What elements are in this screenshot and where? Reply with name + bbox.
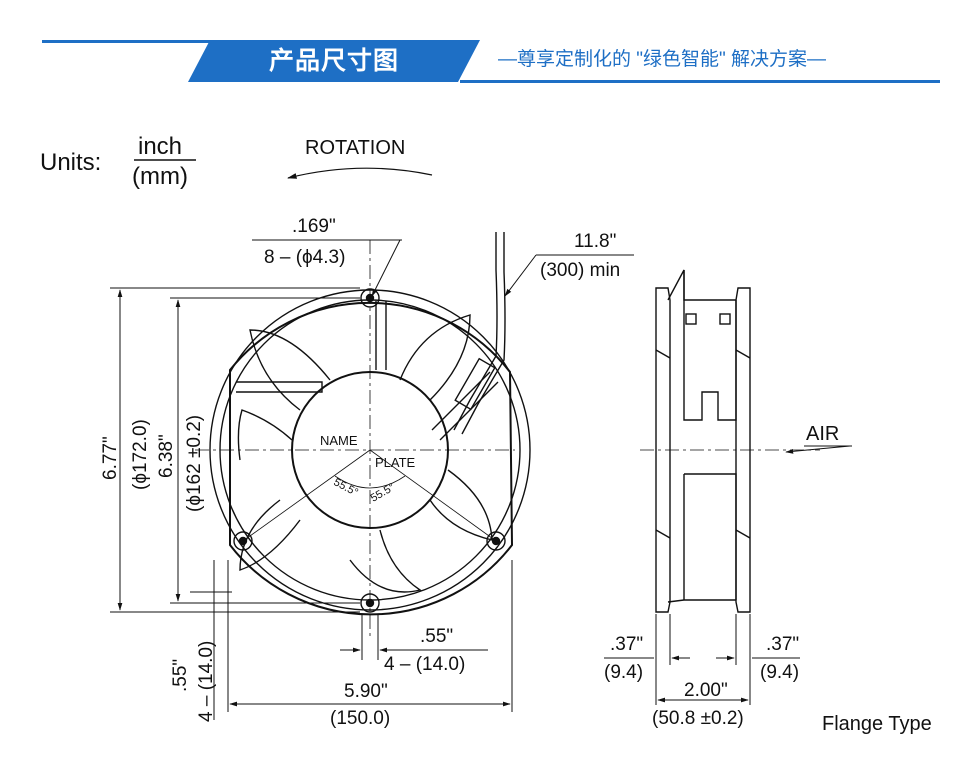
page-header: 产品尺寸图 —尊享定制化的 "绿色智能" 解决方案— (0, 0, 980, 110)
header-title-tab (188, 40, 480, 82)
angle-label-left: 55.5° (332, 476, 360, 499)
lead-dim-mm: (300) min (540, 260, 620, 281)
angle-label-right: 55.5° (369, 481, 397, 504)
fan-frame-outline (229, 301, 514, 616)
lead-wire (453, 232, 506, 435)
lead-leader (504, 254, 537, 297)
side-body-outline (667, 269, 736, 603)
left-tab-mm: 4 – (14.0) (196, 641, 217, 722)
fan-blade-4 (349, 529, 422, 593)
angle-line-right (369, 449, 497, 542)
angle-arc (334, 475, 406, 489)
flange-dimensions (604, 614, 800, 705)
side-flange-boss-top (655, 349, 751, 539)
units-denominator: (mm) (132, 163, 188, 190)
nameplate-line2: PLATE (375, 455, 416, 470)
width-dimension (227, 560, 513, 712)
header-right-rule (460, 80, 940, 83)
height-dimensions (110, 287, 360, 613)
lead-dim-inch: 11.8" (574, 231, 616, 252)
hole-dim-mm: 8 – (ϕ4.3) (264, 247, 345, 268)
angle-line-left (242, 449, 371, 542)
depth-dim-inch: 2.00" (684, 680, 728, 701)
units-prefix: Units: (40, 149, 101, 176)
fan-strut-top (375, 301, 387, 370)
nameplate-line1: NAME (320, 433, 358, 448)
header-left-rule (42, 40, 212, 43)
air-label: AIR (806, 423, 839, 445)
fan-boss-top (360, 288, 380, 308)
tab-dim-mm: 4 – (14.0) (384, 654, 465, 675)
flange-left-mm: (9.4) (604, 662, 643, 683)
air-arrow (785, 445, 851, 454)
lead-wire-sleeve (454, 357, 496, 411)
fan-blade-2 (399, 314, 471, 401)
left-tab-inch: .55" (170, 659, 191, 692)
side-window-left (685, 313, 697, 325)
fan-blade-6 (237, 409, 293, 461)
flange-right-mm: (9.4) (760, 662, 799, 683)
hole-dim-inch: .169" (292, 216, 336, 237)
side-window-right (719, 313, 731, 325)
depth-dim-mm: (50.8 ±0.2) (652, 708, 744, 729)
units-numerator: inch (138, 133, 182, 160)
height-dim-mm: (ϕ172.0) (130, 419, 151, 490)
fan-blade-5 (239, 499, 301, 571)
rotation-arrow (287, 167, 433, 179)
bottom-tab-dimensions (340, 615, 488, 660)
tab-dim-inch: .55" (420, 626, 453, 647)
bolt-dim-inch: 6.38" (156, 434, 177, 478)
width-dim-inch: 5.90" (344, 681, 388, 702)
width-dim-mm: (150.0) (330, 708, 390, 729)
side-body-bottom (683, 473, 737, 600)
flange-type-label: Flange Type (822, 713, 932, 735)
height-dim-inch: 6.77" (100, 436, 121, 480)
fan-blade-3 (429, 469, 493, 541)
front-centerlines (195, 240, 515, 640)
fan-strut-left (236, 381, 323, 393)
hole-leader (371, 239, 401, 297)
header-title: 产品尺寸图 (268, 47, 399, 75)
fan-side-view (655, 269, 751, 613)
rotation-label: ROTATION (305, 137, 405, 159)
side-body-top (683, 270, 737, 421)
header-subtitle: —尊享定制化的 "绿色智能" 解决方案— (498, 49, 827, 70)
flange-left-inch: .37" (610, 634, 643, 655)
flange-right-inch: .37" (766, 634, 799, 655)
fan-boss-right (486, 531, 506, 551)
bolt-dim-mm: (ϕ162 ±0.2) (184, 415, 205, 512)
left-tab-dimensions (190, 560, 232, 720)
fan-blade-1 (249, 329, 331, 411)
